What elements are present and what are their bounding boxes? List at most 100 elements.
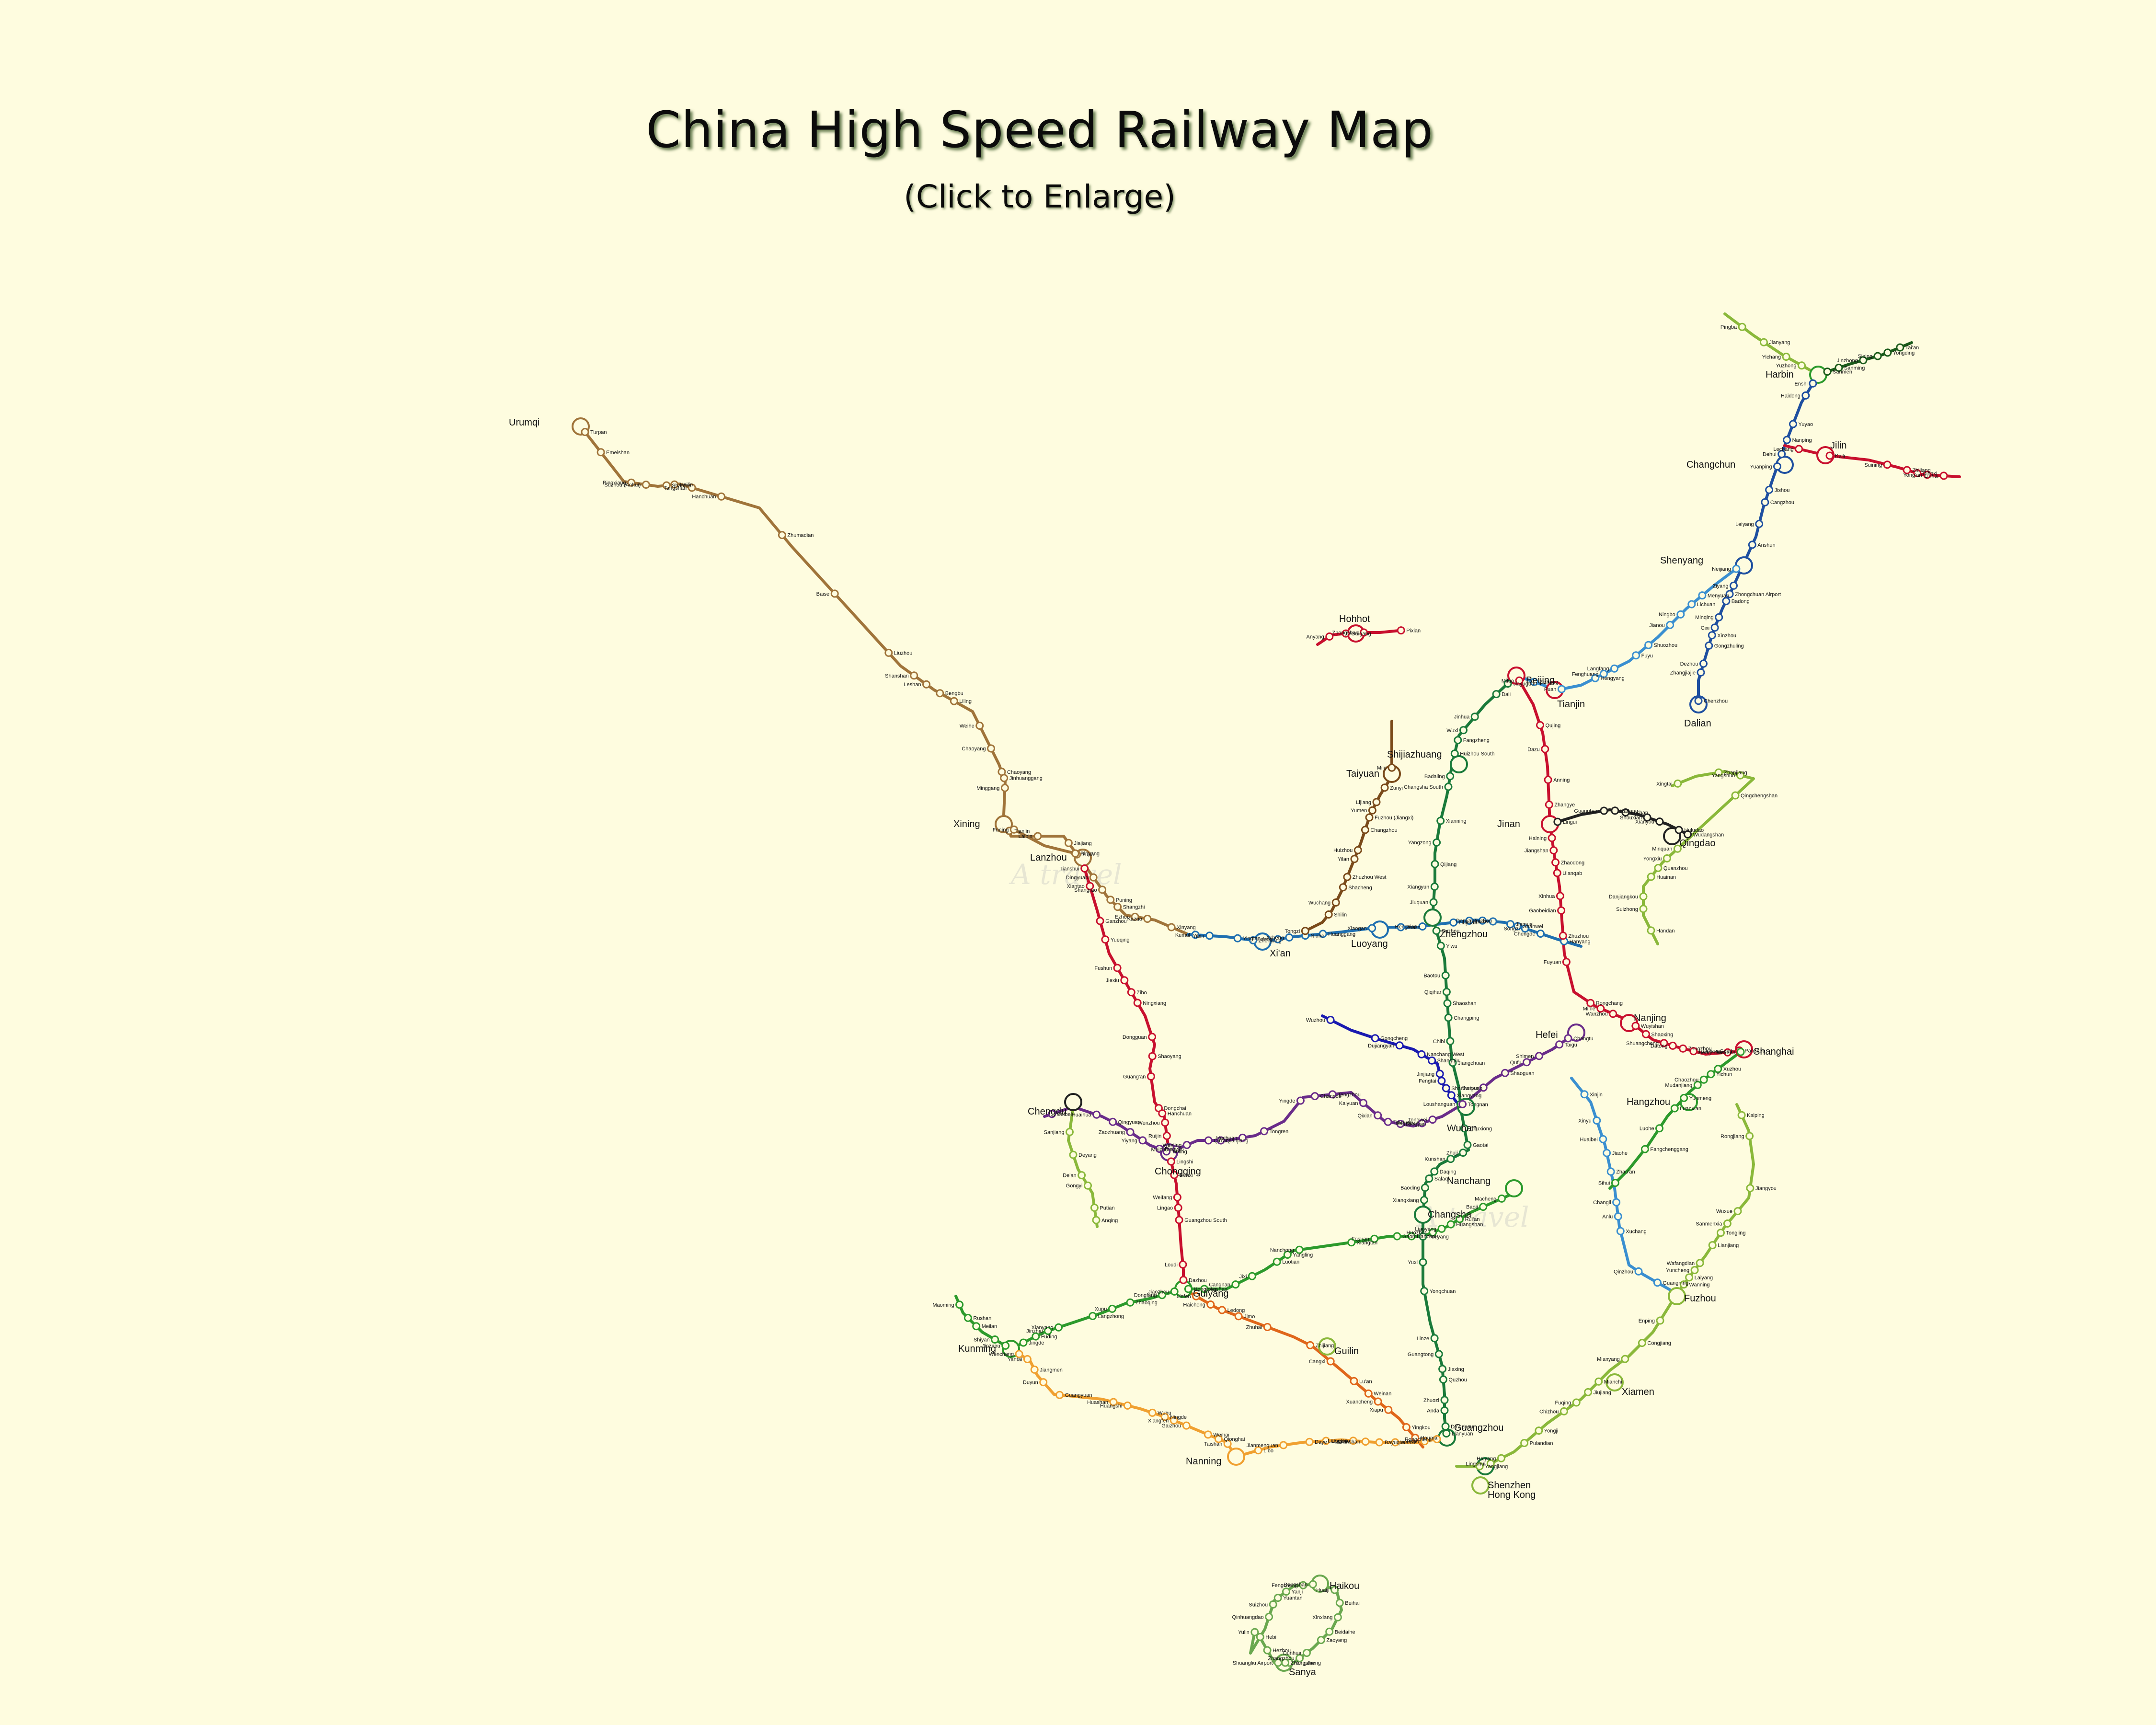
station-minor[interactable] [972,1322,981,1331]
station-minor[interactable] [1089,873,1098,882]
station-minor[interactable] [1420,1287,1429,1295]
station-minor[interactable] [1172,1145,1181,1154]
station-minor[interactable] [1694,697,1703,705]
station-minor[interactable] [1437,1224,1446,1233]
station-minor[interactable] [1639,892,1648,901]
station-minor[interactable] [1439,1375,1447,1384]
station-minor[interactable] [596,448,605,457]
page-title[interactable]: China High Speed Railway Map [646,101,1434,159]
station-minor[interactable] [1687,600,1696,609]
station-minor[interactable] [1696,1259,1704,1267]
station-minor[interactable] [1256,1633,1264,1641]
station-minor[interactable] [1388,763,1396,772]
station-minor[interactable] [1238,1133,1247,1142]
station-minor[interactable] [1883,460,1892,469]
station-minor[interactable] [1350,1377,1358,1385]
station-minor[interactable] [1395,1041,1404,1050]
station-minor[interactable] [1548,834,1556,842]
station-minor[interactable] [1562,958,1571,966]
station-minor[interactable] [1679,1044,1687,1053]
station-minor[interactable] [1497,1194,1506,1203]
station-minor[interactable] [1655,817,1664,826]
station-minor[interactable] [1442,988,1451,996]
station-minor[interactable] [1361,1438,1370,1446]
station-minor[interactable] [1106,896,1115,904]
station-minor[interactable] [1131,912,1139,921]
station-minor[interactable] [1634,1267,1643,1276]
station-major[interactable] [1227,1448,1245,1466]
station-minor[interactable] [1325,1627,1334,1636]
station-minor[interactable] [1170,1171,1179,1179]
station-minor[interactable] [1361,826,1369,834]
station-minor[interactable] [1302,1649,1311,1657]
station-minor[interactable] [1322,1437,1330,1445]
station-minor[interactable] [1328,1090,1337,1099]
station-minor[interactable] [1690,1266,1699,1275]
station-minor[interactable] [1446,1037,1455,1046]
station-minor[interactable] [1746,1184,1755,1193]
station-minor[interactable] [1436,816,1445,825]
station-minor[interactable] [1705,641,1713,650]
station-major[interactable] [1471,1476,1490,1495]
station-minor[interactable] [1647,926,1655,935]
station-minor[interactable] [1162,1132,1171,1140]
station-minor[interactable] [1204,1430,1212,1439]
station-minor[interactable] [1584,1388,1593,1396]
station-minor[interactable] [1428,1056,1436,1065]
station-minor[interactable] [1655,1124,1663,1133]
station-minor[interactable] [1364,1389,1373,1398]
station-minor[interactable] [1609,1010,1617,1018]
station-minor[interactable] [1066,1127,1074,1136]
station-minor[interactable] [1557,906,1566,915]
station-minor[interactable] [1443,999,1452,1008]
station-minor[interactable] [1428,1116,1437,1124]
station-minor[interactable] [1801,391,1810,400]
station-minor[interactable] [1296,1096,1305,1105]
station-major[interactable] [1064,1093,1082,1111]
station-minor[interactable] [1120,976,1129,985]
station-minor[interactable] [1654,863,1663,872]
station-minor[interactable] [1708,1241,1717,1250]
station-minor[interactable] [950,697,958,705]
station-minor[interactable] [1096,917,1104,925]
station-minor[interactable] [1663,854,1671,862]
station-minor[interactable] [1071,849,1079,858]
station-minor[interactable] [1039,1378,1048,1387]
station-minor[interactable] [1644,641,1653,649]
station-minor[interactable] [1368,806,1376,815]
station-minor[interactable] [1325,632,1334,641]
station-minor[interactable] [1463,1140,1472,1149]
station-minor[interactable] [1666,621,1674,629]
station-minor[interactable] [1535,1052,1543,1060]
page-subtitle[interactable]: (Click to Enlarge) [904,178,1176,215]
station-minor[interactable] [1698,591,1707,600]
station-minor[interactable] [1536,721,1544,729]
station-minor[interactable] [1430,883,1439,891]
station-minor[interactable] [1167,923,1176,932]
station-minor[interactable] [1430,1334,1439,1343]
station-minor[interactable] [1317,1636,1325,1644]
station-minor[interactable] [1639,905,1648,913]
station-minor[interactable] [1883,348,1892,357]
station-minor[interactable] [1611,1179,1619,1187]
station-minor[interactable] [1591,674,1600,682]
station-minor[interactable] [670,480,679,489]
station-minor[interactable] [1078,1171,1086,1180]
station-minor[interactable] [1175,1216,1183,1224]
station-minor[interactable] [1923,471,1931,479]
station-minor[interactable] [1126,1298,1135,1307]
station-minor[interactable] [662,481,671,490]
station-minor[interactable] [1460,1124,1468,1133]
station-minor[interactable] [1418,922,1427,931]
station-minor[interactable] [1108,1304,1116,1313]
station-minor[interactable] [1155,1145,1164,1153]
station-minor[interactable] [1218,1306,1227,1314]
station-minor[interactable] [1795,445,1803,453]
station-minor[interactable] [1798,361,1806,370]
station-minor[interactable] [1368,924,1376,932]
station-minor[interactable] [1707,1070,1715,1079]
station-minor[interactable] [1380,783,1389,792]
station-minor[interactable] [1486,1459,1495,1468]
station-major[interactable] [1414,1206,1432,1224]
